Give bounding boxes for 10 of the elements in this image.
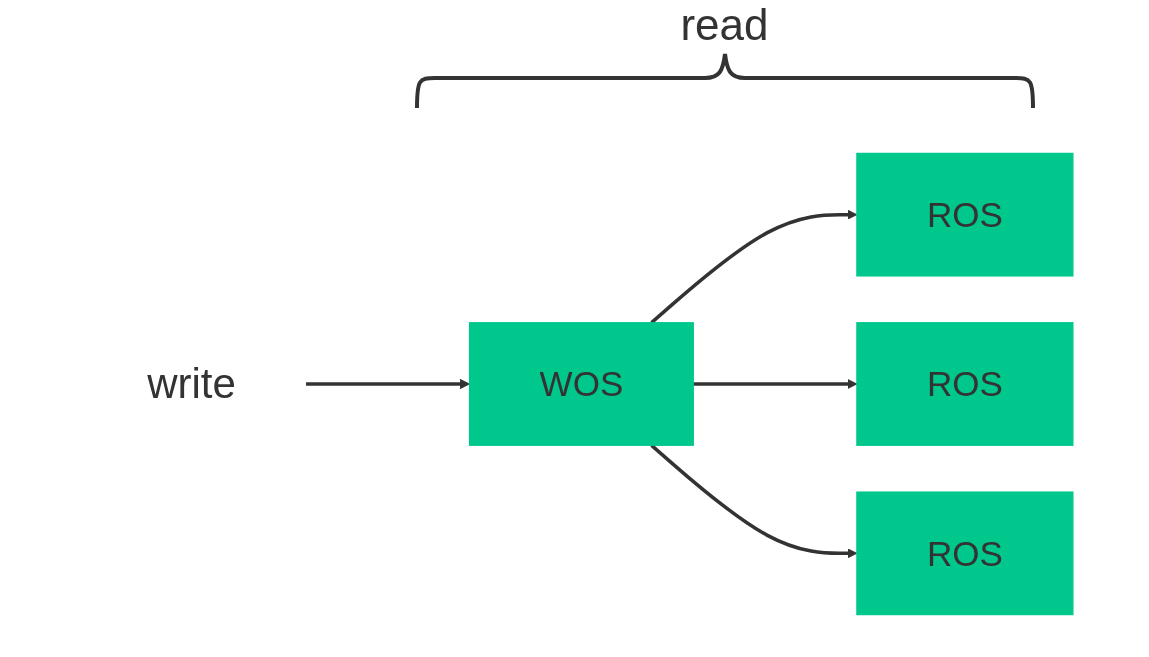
bracket-label: read [680,0,769,49]
arrow [649,209,857,324]
node-box: WOS [468,321,694,446]
node-box: ROS [855,490,1073,615]
arrow [305,378,470,389]
node-box: ROS [855,152,1073,277]
arrow [692,378,857,389]
node-box: ROS [855,321,1073,446]
node-text: write [146,358,236,407]
arrow [649,443,857,558]
